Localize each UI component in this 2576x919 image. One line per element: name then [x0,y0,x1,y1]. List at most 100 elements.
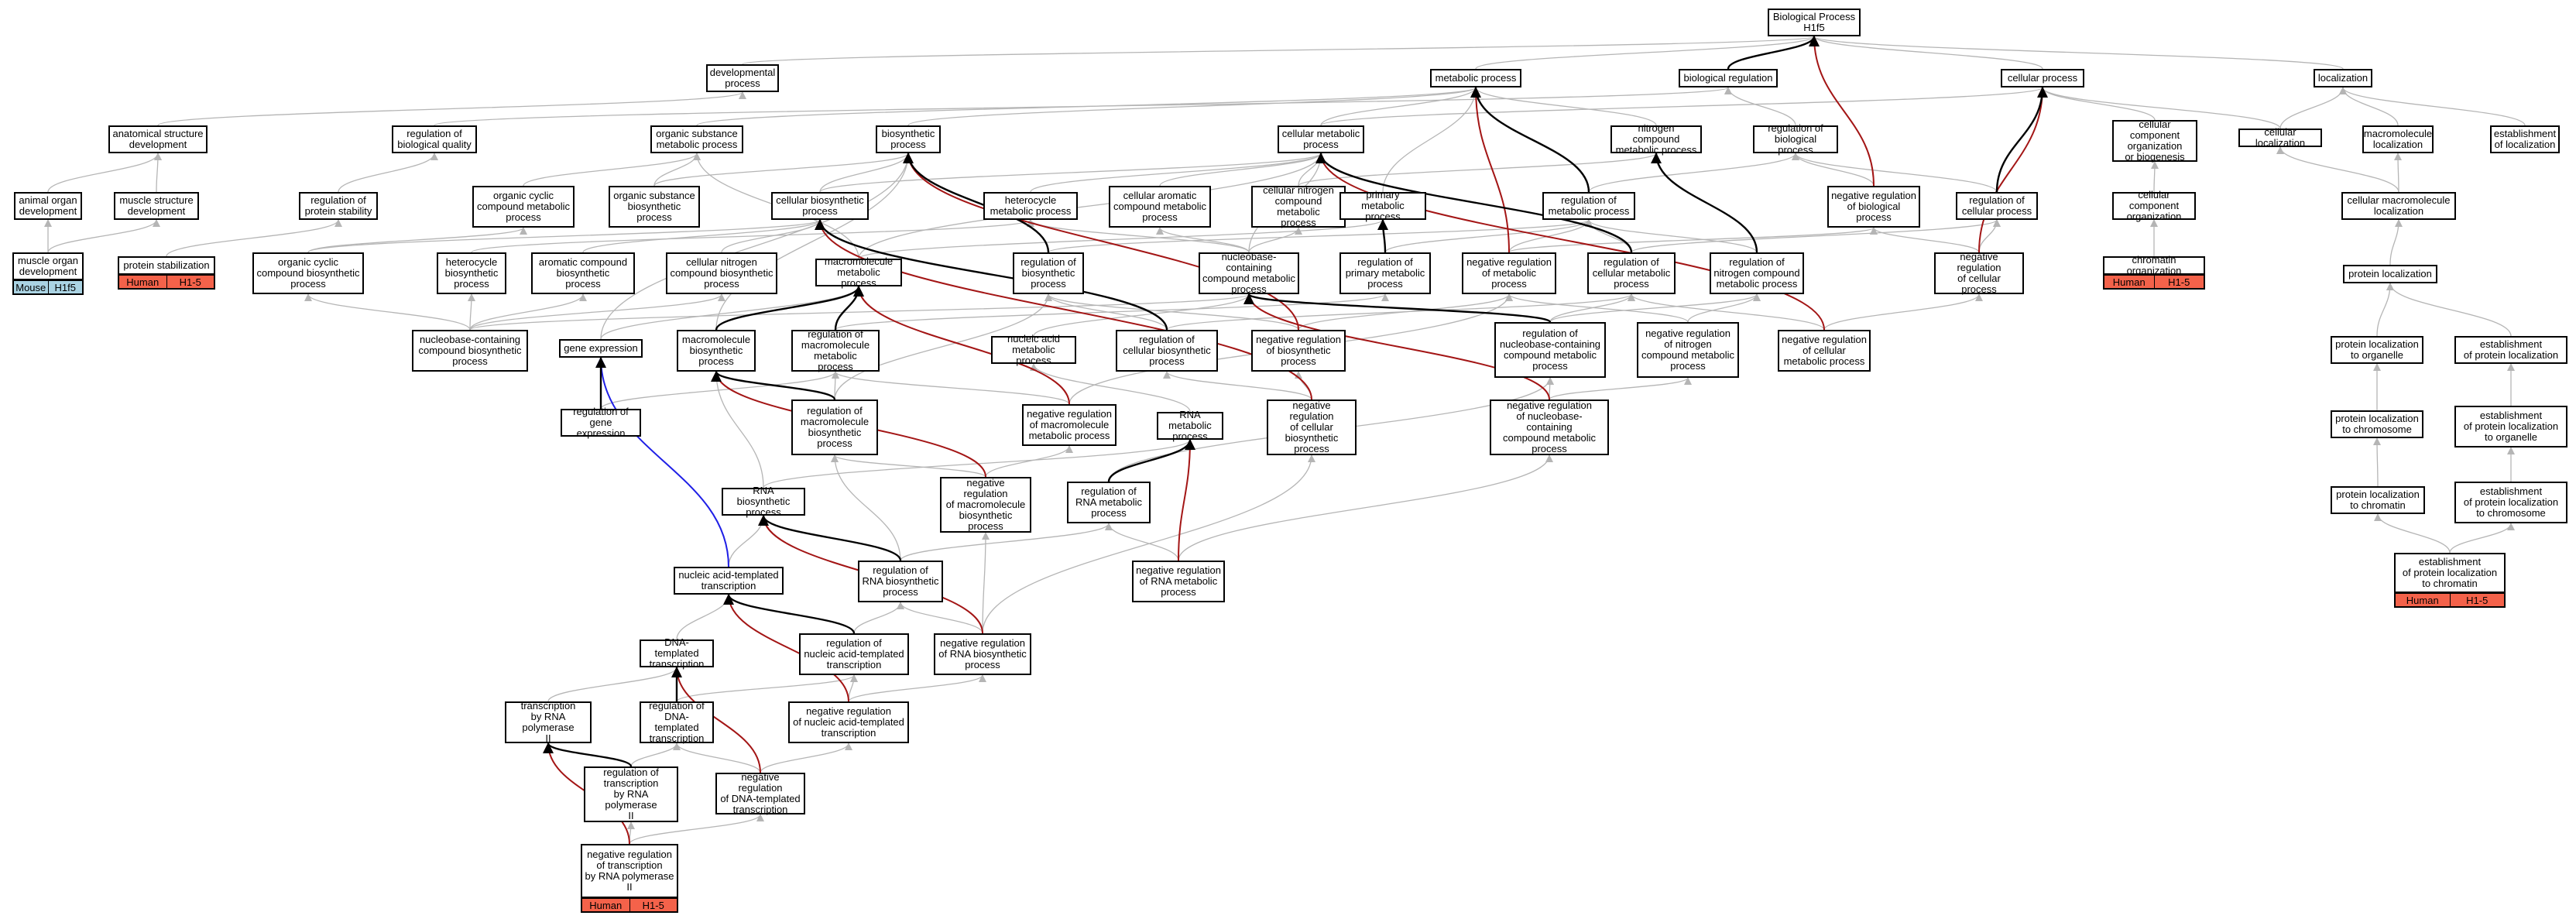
edge-estabprotchromatin-to-estabprotchrom [2449,523,2515,554]
go-term-protlocchromatin[interactable]: protein localization to chromatin [2331,486,2425,514]
go-term-heterobio[interactable]: heterocycle biosynthetic process [437,252,506,294]
edge-negregbiosynth-to-regbiosynth [1044,293,1299,331]
go-term-muscleorgan[interactable]: muscle organ development [12,252,84,280]
go-term-macroloc[interactable]: macromolecule localization [2362,125,2434,153]
go-term-regdnatrans[interactable]: regulation of DNA-templated transcriptio… [640,701,714,744]
go-term-nucacidtrans[interactable]: nucleic acid-templated transcription [674,567,784,595]
edge-regnucleomet-to-nucleomet [1243,293,1552,324]
edge-regbioproc-to-bioreg [1724,87,1796,126]
go-term-regtranspol2[interactable]: regulation of transcription by RNA polym… [584,766,678,822]
go-term-regnucacidtrans[interactable]: regulation of nucleic acid-templated tra… [799,633,909,675]
go-term-transpol2[interactable]: transcription by RNA polymerase II [505,701,592,744]
go-term-negregcellmet[interactable]: negative regulation of cellular metaboli… [1778,330,1871,372]
go-term-regmetab[interactable]: regulation of metabolic process [1542,192,1635,220]
go-term-cellnitrobio[interactable]: cellular nitrogen compound biosynthetic … [666,252,777,294]
go-term-regcellproc[interactable]: regulation of cellular process [1956,192,2038,220]
go-term-bp[interactable]: Biological Process H1f5 [1768,9,1861,36]
go-term-dnatrans[interactable]: DNA-templated transcription [640,637,714,670]
go-term-arombio[interactable]: aromatic compound biosynthetic process [531,252,635,294]
go-term-metabolic[interactable]: metabolic process [1430,69,1521,87]
go-term-macromet[interactable]: macromolecule metabolic process [815,256,902,289]
go-term-establoc[interactable]: establishment of localization [2490,125,2560,153]
go-term-geneexpr[interactable]: gene expression [559,339,643,358]
go-term-negregmacrobio[interactable]: negative regulation of macromolecule bio… [940,477,1031,533]
go-term-cellarom[interactable]: cellular aromatic compound metabolic pro… [1109,186,1211,228]
edge-regmetab-to-regbioproc [1588,153,1799,193]
badge-species: Human [589,900,623,911]
go-term-bioreg[interactable]: biological regulation [1679,69,1778,87]
go-term-negregnucleo[interactable]: negative regulation of nucleobase-contai… [1490,399,1609,455]
go-term-negregcell[interactable]: negative regulation of cellular process [1934,252,2024,295]
go-term-chromorg[interactable]: chromatin organization [2103,255,2205,276]
go-term-cellular[interactable]: cellular process [2001,69,2084,87]
go-term-localization[interactable]: localization [2314,69,2372,87]
go-term-nucleobio[interactable]: nucleobase-containing compound biosynthe… [412,330,528,372]
go-term-neggeneexpr[interactable]: regulation of gene expression [561,406,641,439]
go-term-orgsubstbio[interactable]: organic substance biosynthetic process [609,186,700,228]
go-term-negregmacromet[interactable]: negative regulation of macromolecule met… [1022,404,1116,446]
go-term-orgcycbio[interactable]: organic cyclic compound biosynthetic pro… [252,252,364,294]
go-term-ccorgbio[interactable]: cellular component organization or bioge… [2112,119,2197,163]
go-term-regnitromet[interactable]: regulation of nitrogen compound metaboli… [1710,252,1804,294]
go-term-rnabio[interactable]: RNA biosynthetic process [722,485,805,518]
go-term-primmetab[interactable]: primary metabolic process [1339,190,1426,222]
go-term-negregtranspol2[interactable]: negative regulation of transcription by … [581,844,678,898]
edge-regprotstab-to-regbioqual [338,153,438,193]
go-term-ccorg[interactable]: cellular component organization [2112,190,2196,222]
go-term-nucacidmet[interactable]: nucleic acid metabolic process [991,334,1076,366]
go-term-anatdev[interactable]: anatomical structure development [108,125,208,153]
go-term-regmacromet[interactable]: regulation of macromolecule metabolic pr… [791,329,880,372]
go-term-orgcyclic[interactable]: organic cyclic compound metabolic proces… [472,186,575,228]
edge-regrnamet-to-rnamet [1107,439,1195,482]
go-term-regbioproc[interactable]: regulation of biological process [1753,123,1838,156]
go-term-regprotstab[interactable]: regulation of protein stability [299,192,378,220]
go-term-protstab[interactable]: protein stabilization [118,256,215,275]
go-term-negregrnamet[interactable]: negative regulation of RNA metabolic pro… [1132,561,1225,602]
go-term-regnucleomet[interactable]: regulation of nucleobase-containing comp… [1494,322,1606,378]
go-term-negregmet[interactable]: negative regulation of metabolic process [1462,252,1556,294]
go-term-regmacrobio[interactable]: regulation of macromolecule biosynthetic… [791,399,878,455]
go-term-cellmetab[interactable]: cellular metabolic process [1278,125,1364,153]
edge-regrnabio-to-rnabio [758,515,902,561]
go-term-protlocorg[interactable]: protein localization to organelle [2331,336,2423,364]
go-term-musclestruct[interactable]: muscle structure development [114,192,199,220]
edge-layer [44,36,2526,845]
go-term-heteromet[interactable]: heterocycle metabolic process [983,192,1078,220]
go-term-regrnabio[interactable]: regulation of RNA biosynthetic process [858,561,943,602]
go-term-orgsubst[interactable]: organic substance metabolic process [650,125,743,153]
go-term-cellmacroloc[interactable]: cellular macromolecule localization [2341,192,2456,220]
edge-cellular-to-bp [1810,36,2043,70]
go-term-protlocchrom[interactable]: protein localization to chromosome [2331,410,2423,438]
go-term-estabprotloc[interactable]: establishment of protein localization [2454,336,2567,364]
go-term-cellbiosynth[interactable]: cellular biosynthetic process [771,192,869,220]
go-term-cellnitro[interactable]: cellular nitrogen compound metabolic pro… [1251,185,1346,228]
go-term-negregcellbio[interactable]: negative regulation of cellular biosynth… [1267,399,1357,455]
go-term-regrnamet[interactable]: regulation of RNA metabolic process [1067,482,1151,523]
go-term-nucleomet[interactable]: nucleobase-containing compound metabolic… [1199,252,1299,295]
go-term-rnamet[interactable]: RNA metabolic process [1157,410,1223,442]
go-term-regcellmet[interactable]: regulation of cellular metabolic process [1587,252,1676,294]
go-term-negregdnatrans[interactable]: negative regulation of DNA-templated tra… [715,772,805,815]
go-term-negregnitro[interactable]: negative regulation of nitrogen compound… [1637,322,1739,378]
go-term-estabprotorg[interactable]: establishment of protein localization to… [2454,406,2567,447]
edge-negregrnamet-to-rnamet [1178,439,1195,561]
go-term-nitrogen[interactable]: nitrogen compound metabolic process [1610,123,1702,156]
go-term-macrobio[interactable]: macromolecule biosynthetic process [677,330,756,372]
go-term-biosynth[interactable]: biosynthetic process [876,125,941,153]
go-term-regbioqual[interactable]: regulation of biological quality [392,125,477,153]
go-term-regprimmet[interactable]: regulation of primary metabolic process [1339,252,1431,294]
go-term-negregbio[interactable]: negative regulation of biological proces… [1827,186,1920,228]
go-term-estabprotchromatin[interactable]: establishment of protein localization to… [2394,553,2506,593]
go-term-negregbiosynth[interactable]: negative regulation of biosynthetic proc… [1251,330,1346,372]
go-term-regcellbio[interactable]: regulation of cellular biosynthetic proc… [1116,330,1218,372]
go-term-regbiosynth[interactable]: regulation of biosynthetic process [1013,252,1084,294]
go-term-protloc[interactable]: protein localization [2343,265,2437,283]
go-term-estabprotchrom[interactable]: establishment of protein localization to… [2454,482,2567,523]
edge-negregmet-to-regmetab [1508,219,1593,253]
go-term-negregrnabio[interactable]: negative regulation of RNA biosynthetic … [934,633,1031,675]
go-term-animalorgan[interactable]: animal organ development [14,192,82,220]
go-term-cellloc[interactable]: cellular localization [2238,127,2322,149]
go-term-negregnucacid[interactable]: negative regulation of nucleic acid-temp… [788,701,909,743]
go-term-developmental[interactable]: developmental process [706,64,779,92]
edge-negregrnabio-to-negregcellbio [982,454,1315,634]
